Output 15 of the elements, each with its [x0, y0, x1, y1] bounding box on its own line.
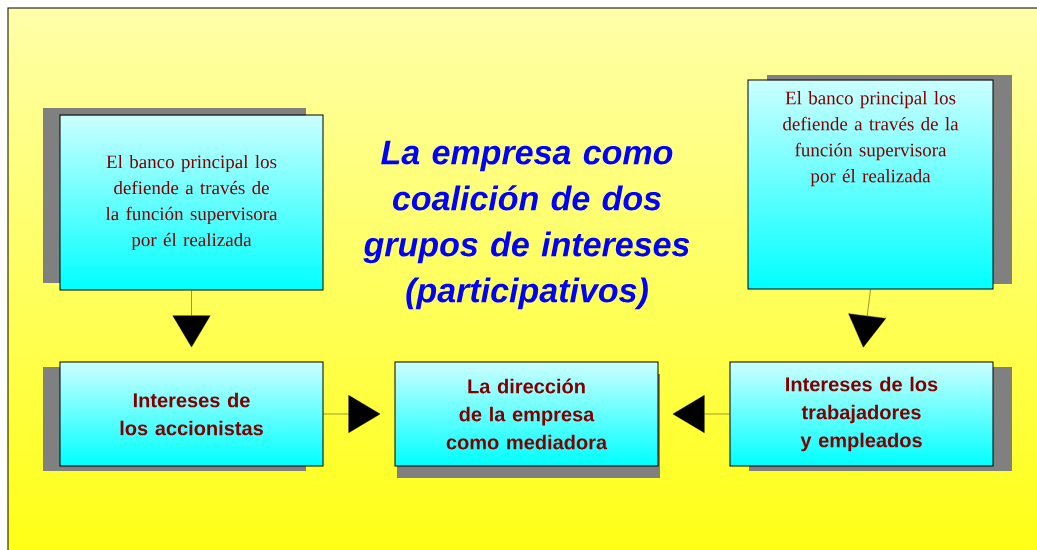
text-box [394, 361, 659, 467]
text-box [59, 361, 324, 467]
text-box [59, 114, 324, 291]
text-box [747, 79, 994, 290]
node-label: Intereses de los trabajadores y empleados [786, 376, 938, 452]
arrow [672, 395, 730, 433]
node-label: La dirección de la empresa como mediadora [446, 378, 608, 450]
arrow [172, 290, 211, 348]
node-label: El banco principal los defiende a través de la función supervisora por él realizada [105, 154, 278, 251]
arrow [323, 395, 381, 433]
node-label: Intereses de los accionistas [120, 392, 263, 436]
text-box [729, 361, 994, 467]
diagram-title: La empresa como coalición de dos grupos de intereses (participativos) [363, 140, 690, 310]
arrow [848, 289, 886, 348]
node-label: El banco principal los defiende a través de la función supervisora por él realizada [783, 91, 959, 187]
